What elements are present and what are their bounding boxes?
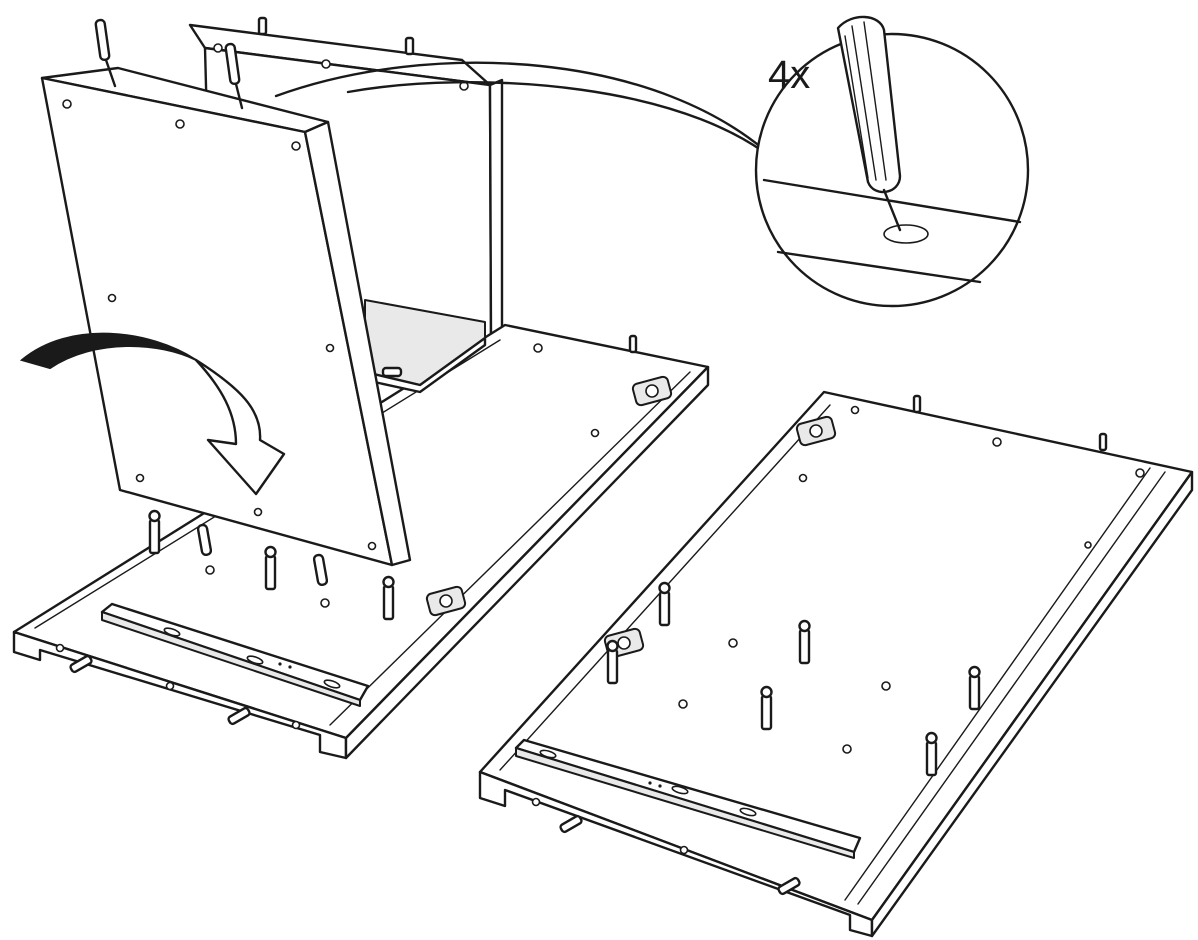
cam-lock bbox=[795, 415, 837, 447]
right-base-board bbox=[478, 390, 1194, 938]
cam-bolt bbox=[606, 639, 619, 685]
dowel bbox=[94, 18, 117, 88]
screwdriver-icon bbox=[836, 15, 902, 232]
cam-bolt bbox=[760, 685, 773, 731]
quantity-label: 4x bbox=[768, 53, 810, 97]
cam-lock bbox=[631, 375, 673, 407]
cam-bolt bbox=[658, 581, 671, 627]
dowel bbox=[69, 654, 93, 674]
dowel bbox=[227, 706, 251, 726]
cam-lock bbox=[425, 585, 467, 617]
dowel bbox=[224, 42, 244, 110]
cam-bolt bbox=[148, 509, 161, 555]
cam-bolt bbox=[798, 619, 811, 665]
tilting-side-panel bbox=[40, 18, 412, 567]
cam-bolt bbox=[968, 665, 981, 711]
curved-arrow-icon bbox=[19, 332, 286, 496]
drawer-runner bbox=[100, 602, 370, 707]
cam-bolt bbox=[925, 731, 938, 777]
cam-bolt bbox=[382, 575, 395, 621]
cam-bolt bbox=[264, 545, 277, 591]
detail-callout: 4x bbox=[274, 15, 1030, 308]
drawer-runner bbox=[514, 738, 862, 859]
